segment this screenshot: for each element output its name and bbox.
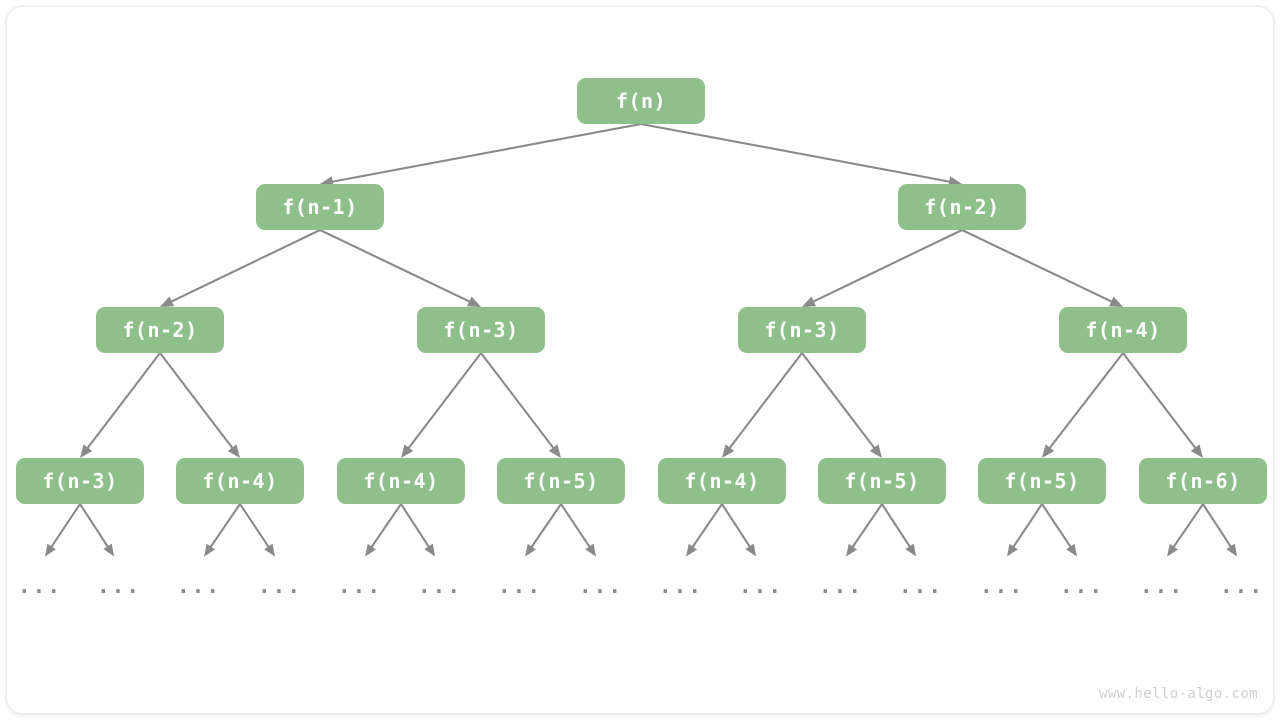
ellipsis-node: ... <box>659 574 703 598</box>
tree-node: f(n-4) <box>658 458 786 504</box>
ellipsis-node: ... <box>97 574 141 598</box>
ellipsis-node: ... <box>579 574 623 598</box>
ellipsis-node: ... <box>1220 574 1264 598</box>
tree-node: f(n-4) <box>337 458 465 504</box>
ellipsis-node: ... <box>819 574 863 598</box>
ellipsis-node: ... <box>498 574 542 598</box>
watermark: www.hello-algo.com <box>1099 686 1258 702</box>
ellipsis-node: ... <box>1060 574 1104 598</box>
ellipsis-node: ... <box>1140 574 1184 598</box>
tree-node: f(n) <box>577 78 705 124</box>
tree-node: f(n-4) <box>176 458 304 504</box>
ellipsis-node: ... <box>258 574 302 598</box>
ellipsis-node: ... <box>338 574 382 598</box>
tree-node: f(n-5) <box>978 458 1106 504</box>
tree-node: f(n-3) <box>417 307 545 353</box>
tree-node: f(n-4) <box>1059 307 1187 353</box>
ellipsis-node: ... <box>418 574 462 598</box>
tree-node: f(n-6) <box>1139 458 1267 504</box>
tree-node: f(n-2) <box>898 184 1026 230</box>
tree-node: f(n-3) <box>16 458 144 504</box>
ellipsis-node: ... <box>899 574 943 598</box>
tree-node: f(n-1) <box>256 184 384 230</box>
tree-node: f(n-2) <box>96 307 224 353</box>
ellipsis-node: ... <box>177 574 221 598</box>
tree-node: f(n-5) <box>818 458 946 504</box>
ellipsis-node: ... <box>739 574 783 598</box>
tree-node: f(n-3) <box>738 307 866 353</box>
tree-node: f(n-5) <box>497 458 625 504</box>
ellipsis-node: ... <box>18 574 62 598</box>
ellipsis-node: ... <box>980 574 1024 598</box>
